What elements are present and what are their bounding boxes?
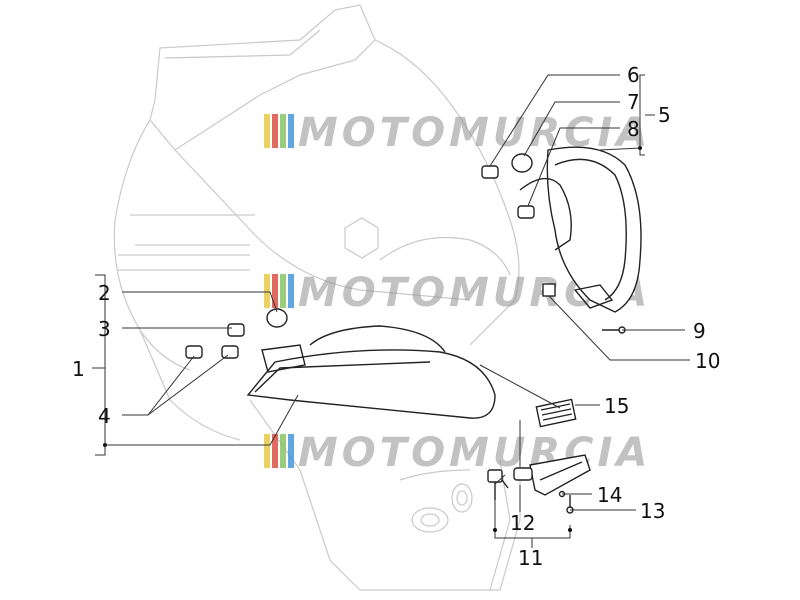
callout-15: 15	[604, 394, 629, 418]
callout-13: 13	[640, 499, 665, 523]
callout-1: 1	[72, 357, 85, 381]
bulb-8	[517, 205, 535, 219]
callout-5: 5	[658, 103, 671, 127]
callout-3: 3	[98, 317, 111, 341]
bulb-6	[481, 165, 499, 179]
hardware	[487, 283, 626, 514]
watermark-bottom: MOTOMURCIA	[264, 430, 651, 476]
callout-10: 10	[695, 349, 720, 373]
callout-labels: 1 2 3 4 5 6 7 8 9 10 11 12 13 14 15	[72, 63, 720, 570]
callout-14: 14	[597, 483, 622, 507]
left-taillight	[246, 325, 496, 419]
leader-lines	[92, 74, 690, 548]
callout-11: 11	[518, 546, 543, 570]
clip-10	[542, 283, 556, 297]
watermark-text: MOTOMURCIA	[298, 430, 651, 476]
bulb-2	[266, 308, 288, 328]
bulb-4a	[221, 345, 239, 359]
callout-12: 12	[510, 511, 535, 535]
bulb-7	[511, 153, 533, 173]
callout-2: 2	[98, 281, 111, 305]
callout-4: 4	[98, 404, 111, 428]
callout-7: 7	[627, 90, 640, 114]
callout-6: 6	[627, 63, 640, 87]
bulb-4b	[185, 345, 203, 359]
bulb-3	[227, 323, 245, 337]
callout-8: 8	[627, 117, 640, 141]
right-taillight	[519, 146, 642, 313]
callout-9: 9	[693, 319, 706, 343]
bulb-12	[513, 467, 533, 481]
watermark-text: MOTOMURCIA	[298, 110, 651, 156]
